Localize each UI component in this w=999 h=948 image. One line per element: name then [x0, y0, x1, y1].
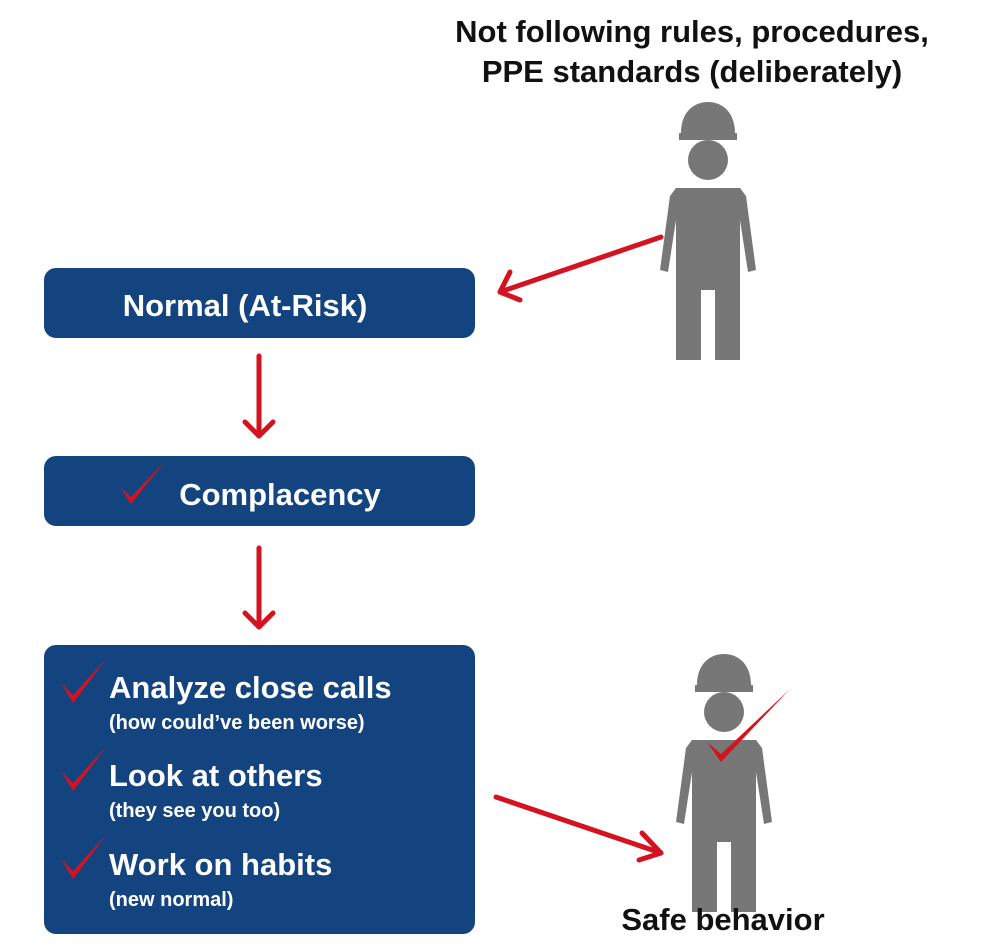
arrow-worker-to-normal	[497, 234, 664, 303]
action-item-title: Look at others	[109, 758, 323, 793]
complacency-box: Complacency	[44, 456, 475, 526]
worker-figure-icon	[660, 102, 756, 360]
arrow-actions-to-safe-behavior	[493, 794, 664, 863]
top-caption-line-2: PPE standards (deliberately)	[482, 54, 902, 89]
complacency-label: Complacency	[179, 477, 381, 512]
action-item-title: Work on habits	[109, 847, 332, 882]
arrow-complacency-to-actions	[242, 545, 276, 630]
safe-behavior-label: Safe behavior	[621, 902, 824, 937]
actions-box: Analyze close calls (how could’ve been w…	[44, 645, 475, 934]
worker-figure-check-icon	[676, 654, 772, 912]
normal-at-risk-box: Normal (At-Risk)	[44, 268, 475, 338]
action-item-subtitle: (new normal)	[109, 889, 233, 911]
action-item-subtitle: (how could’ve been worse)	[109, 712, 365, 734]
top-caption-line-1: Not following rules, procedures,	[455, 14, 929, 49]
action-item-subtitle: (they see you too)	[109, 800, 280, 822]
action-item-title: Analyze close calls	[109, 670, 392, 705]
normal-at-risk-label: Normal (At-Risk)	[123, 288, 368, 323]
arrow-normal-to-complacency	[242, 353, 276, 439]
